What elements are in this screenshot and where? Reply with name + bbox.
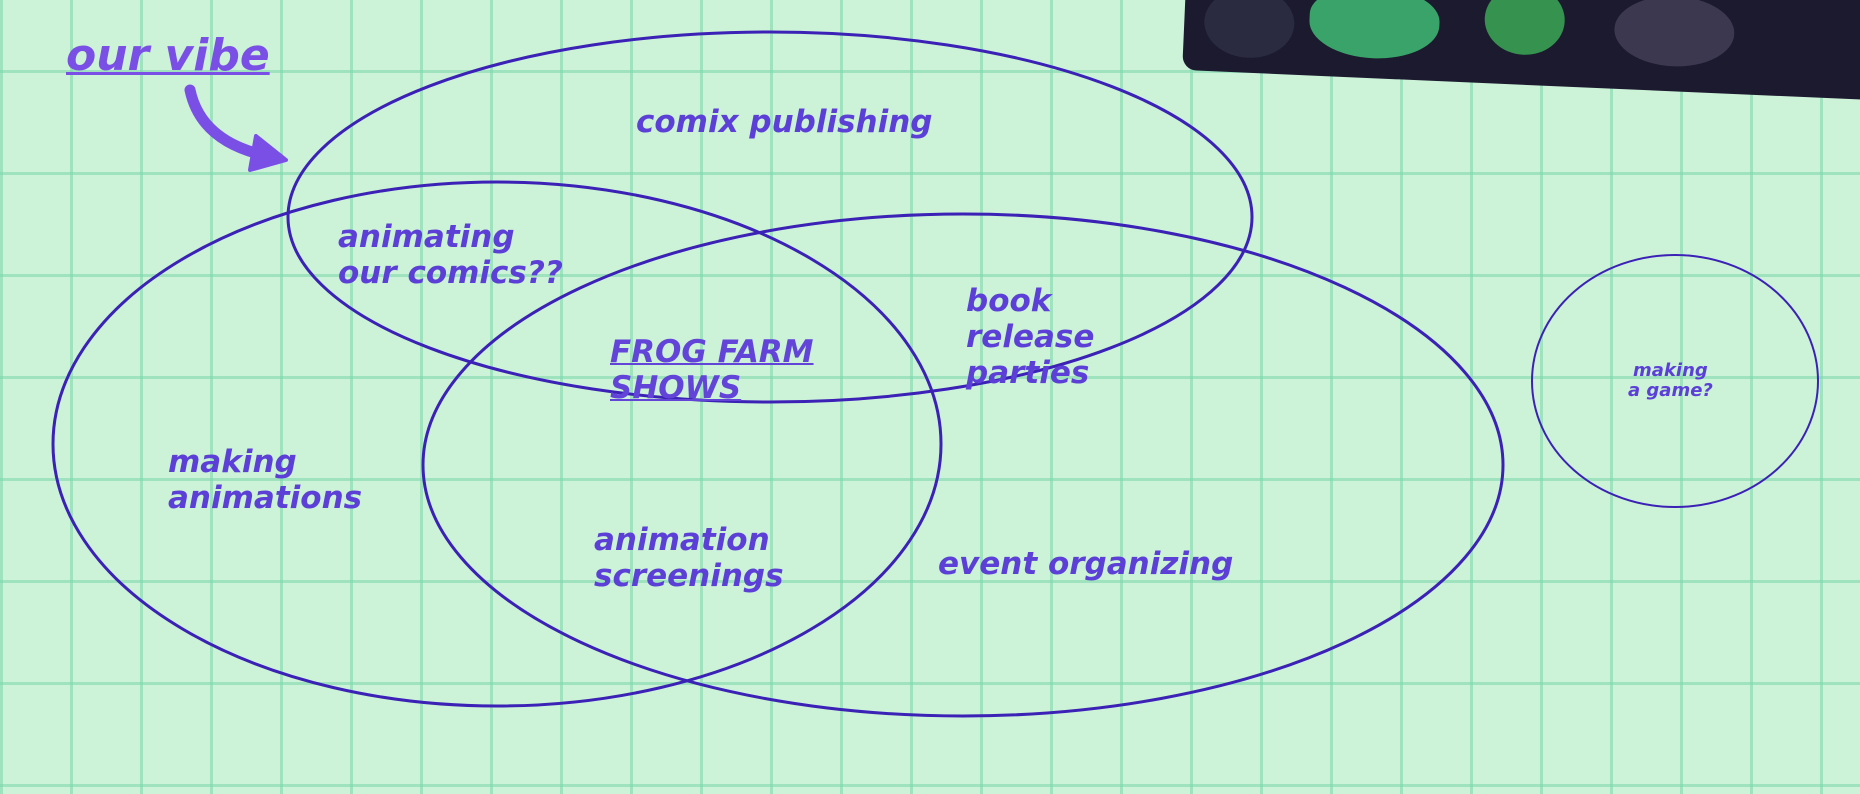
circle-making-animations — [51, 180, 943, 708]
label-book-release-parties: book release parties — [966, 283, 1095, 391]
label-animation-screenings: animation screenings — [594, 522, 784, 594]
circle-event-organizing — [421, 212, 1505, 718]
label-animating-our-comics: animating our comics?? — [338, 219, 563, 291]
circle-making-a-game — [1531, 254, 1819, 508]
label-making-a-game: making a game? — [1628, 360, 1713, 401]
label-comix-publishing: comix publishing — [636, 104, 933, 140]
circle-comix-publishing — [286, 30, 1254, 404]
label-making-animations: making animations — [168, 444, 363, 516]
arrowhead-icon — [248, 134, 288, 172]
label-frog-farm-shows: FROG FARM SHOWS — [610, 334, 814, 406]
label-event-organizing: event organizing — [938, 546, 1234, 582]
page-title: our vibe — [66, 30, 270, 81]
